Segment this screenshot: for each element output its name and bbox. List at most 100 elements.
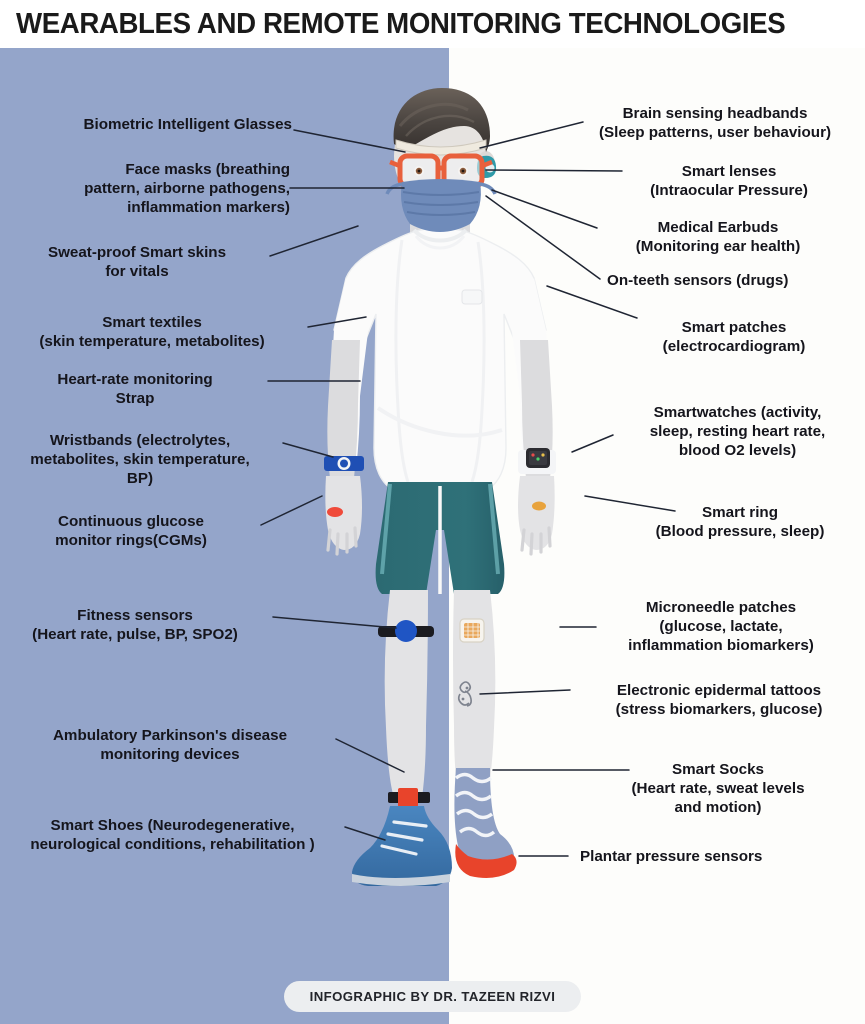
- fingers-left: [326, 526, 358, 556]
- label-line: (Heart rate, sweat levels: [631, 780, 805, 798]
- epidermal-tattoo: [457, 681, 472, 707]
- wristband-dial-inner: [340, 459, 348, 468]
- shirt-collar: [412, 228, 468, 243]
- label-line: (Monitoring ear health): [635, 238, 801, 256]
- page-title: WEARABLES AND REMOTE MONITORING TECHNOLO…: [16, 8, 786, 40]
- forearm-right: [520, 340, 553, 478]
- label-line: Microneedle patches: [645, 599, 797, 616]
- label-line: for vitals: [105, 263, 169, 281]
- label-smart-socks: Smart Socks (Heart rate, sweat levels an…: [582, 760, 854, 817]
- hand-left: [325, 476, 362, 550]
- label-line: On-teeth sensors (drugs): [607, 272, 789, 289]
- label-fitness-sensors: Fitness sensors (Heart rate, pulse, BP, …: [4, 606, 266, 644]
- label-line: Smart ring: [702, 504, 778, 521]
- label-heart-rate-strap: Heart-rate monitoring Strap: [6, 370, 264, 408]
- label-line: (Heart rate, pulse, BP, SPO2): [32, 626, 238, 644]
- fingers-right: [520, 526, 552, 556]
- label-smart-patches: Smart patches (electrocardiogram): [612, 318, 856, 356]
- label-smart-ring: Smart ring (Blood pressure, sleep): [621, 503, 859, 541]
- label-line: Face masks (breathing: [125, 161, 290, 178]
- label-line: monitoring devices: [100, 746, 240, 764]
- label-line: Continuous glucose: [58, 513, 204, 530]
- hair-highlight: [398, 102, 469, 127]
- label-line: (Sleep patterns, user behaviour): [598, 124, 832, 142]
- label-line: and motion): [674, 799, 762, 817]
- label-medical-earbuds: Medical Earbuds (Monitoring ear health): [594, 218, 842, 256]
- label-face-masks: Face masks (breathing pattern, airborne …: [6, 160, 290, 217]
- human-figure-illustration: [324, 88, 556, 886]
- label-line: Electronic epidermal tattoos: [616, 682, 822, 699]
- credit-badge: INFOGRAPHIC BY DR. TAZEEN RIZVI: [284, 981, 581, 1012]
- smartwatch-dot-yellow: [541, 453, 545, 457]
- label-line: Smart patches: [681, 319, 787, 336]
- parkinsons-ankle-sensor: [398, 788, 418, 807]
- forearm-left: [327, 340, 360, 478]
- shoe-laces: [380, 820, 428, 856]
- label-microneedle-patches: Microneedle patches (glucose, lactate, i…: [583, 598, 859, 655]
- shirt-fold-right: [470, 241, 486, 483]
- smartwatch-dot-green: [536, 457, 540, 461]
- label-line: Smart lenses: [681, 163, 777, 180]
- label-parkinsons-monitoring: Ambulatory Parkinson's disease monitorin…: [10, 726, 330, 764]
- label-line: Biometric Intelligent Glasses: [83, 116, 292, 133]
- label-line: Heart-rate monitoring: [57, 371, 213, 388]
- label-line: Smart textiles: [102, 314, 202, 331]
- label-line: inflammation markers): [127, 199, 290, 217]
- pupil-left: [417, 169, 421, 173]
- microneedle-grid-lines: [464, 623, 480, 638]
- label-cgm-rings: Continuous glucose monitor rings(CGMs): [10, 512, 252, 550]
- hair-highlight-2: [405, 114, 475, 137]
- label-line: Smart Socks: [671, 761, 764, 778]
- label-epidermal-tattoos: Electronic epidermal tattoos (stress bio…: [578, 681, 860, 719]
- label-line: Strap: [115, 390, 155, 408]
- pupil-right: [461, 169, 465, 173]
- smart-shoe: [352, 806, 452, 886]
- label-line: Wristbands (electrolytes,: [49, 432, 231, 449]
- shorts: [375, 482, 505, 594]
- sock-zigzag-pattern: [454, 772, 496, 838]
- plantar-pressure-sensor-sole: [455, 844, 517, 878]
- label-line: Medical Earbuds: [657, 219, 779, 236]
- label-line: (glucose, lactate,: [659, 618, 783, 636]
- label-brain-sensing-headbands: Brain sensing headbands (Sleep patterns,…: [565, 104, 865, 142]
- label-line: blood O2 levels): [678, 442, 797, 460]
- label-on-teeth-sensors: On-teeth sensors (drugs): [607, 271, 865, 290]
- label-smart-textiles: Smart textiles (skin temperature, metabo…: [0, 313, 304, 351]
- label-line: monitor rings(CGMs): [55, 532, 207, 550]
- mask-pleats: [402, 191, 480, 216]
- label-line: (skin temperature, metabolites): [39, 333, 265, 351]
- label-line: metabolites, skin temperature,: [30, 451, 250, 469]
- label-line: (stress biomarkers, glucose): [615, 701, 823, 719]
- mask-strap-right: [479, 182, 497, 195]
- shirt-fold-left: [394, 239, 410, 483]
- mask-strap-left: [385, 182, 403, 195]
- label-sweat-proof-smart-skins: Sweat-proof Smart skins for vitals: [6, 243, 268, 281]
- label-line: (electrocardiogram): [662, 338, 806, 356]
- label-line: Brain sensing headbands: [622, 105, 808, 122]
- label-line: Smartwatches (activity,: [653, 404, 822, 421]
- label-smartwatches: Smartwatches (activity, sleep, resting h…: [616, 403, 859, 460]
- hand-right: [518, 476, 555, 550]
- label-plantar-pressure-sensors: Plantar pressure sensors: [580, 847, 860, 866]
- shorts-stripe-left: [380, 483, 392, 575]
- label-line: Plantar pressure sensors: [580, 848, 763, 865]
- t-shirt: [333, 227, 547, 489]
- smart-ring-device: [532, 501, 546, 511]
- label-line: pattern, airborne pathogens,: [84, 180, 290, 198]
- label-wristbands: Wristbands (electrolytes, metabolites, s…: [0, 431, 280, 488]
- label-smart-lenses: Smart lenses (Intraocular Pressure): [604, 162, 854, 200]
- label-line: neurological conditions, rehabilitation …: [30, 836, 315, 854]
- label-biometric-glasses: Biometric Intelligent Glasses: [6, 115, 292, 134]
- label-smart-shoes: Smart Shoes (Neurodegenerative, neurolog…: [0, 816, 345, 854]
- smartwatch-dot-red: [531, 453, 535, 457]
- fitness-sensor-module: [395, 620, 417, 642]
- shorts-stripe-right: [488, 483, 500, 575]
- label-line: BP): [126, 470, 154, 488]
- label-line: Smart Shoes (Neurodegenerative,: [50, 817, 295, 834]
- shirt-drape: [376, 406, 503, 438]
- shirt-collar-inner: [414, 235, 466, 250]
- label-line: Fitness sensors: [77, 607, 193, 624]
- label-line: (Intraocular Pressure): [650, 182, 808, 200]
- smart-patch-ecg: [461, 289, 483, 305]
